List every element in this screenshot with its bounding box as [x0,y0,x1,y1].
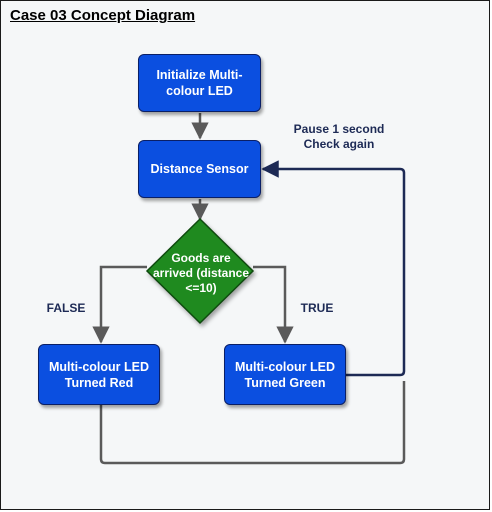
led-green-node: Multi-colour LED Turned Green [224,344,346,405]
init-led-node: Initialize Multi-colour LED [138,54,261,112]
loop-annotation: Pause 1 second Check again [279,122,399,152]
led-red-node: Multi-colour LED Turned Red [38,344,160,405]
init-led-label: Initialize Multi-colour LED [156,68,243,98]
true-label: TRUE [300,301,334,315]
led-red-label: Multi-colour LED Turned Red [49,359,149,390]
false-label: FALSE [46,301,86,315]
decision-label: Goods are arrived (distance <=10) [152,250,250,295]
distance-sensor-node: Distance Sensor [138,140,261,198]
arrow-false-branch [92,265,147,344]
pause-label: Pause 1 second [293,122,385,136]
distance-sensor-label: Distance Sensor [150,162,249,176]
check-again-label: Check again [303,137,375,151]
decision-diamond [145,217,255,325]
led-green-label: Multi-colour LED Turned Green [235,359,335,390]
arrow-true-branch [253,265,294,344]
red-return-line [99,381,406,465]
page-title: Case 03 Concept Diagram [10,7,196,24]
arrow-check-again-loop [261,160,406,377]
